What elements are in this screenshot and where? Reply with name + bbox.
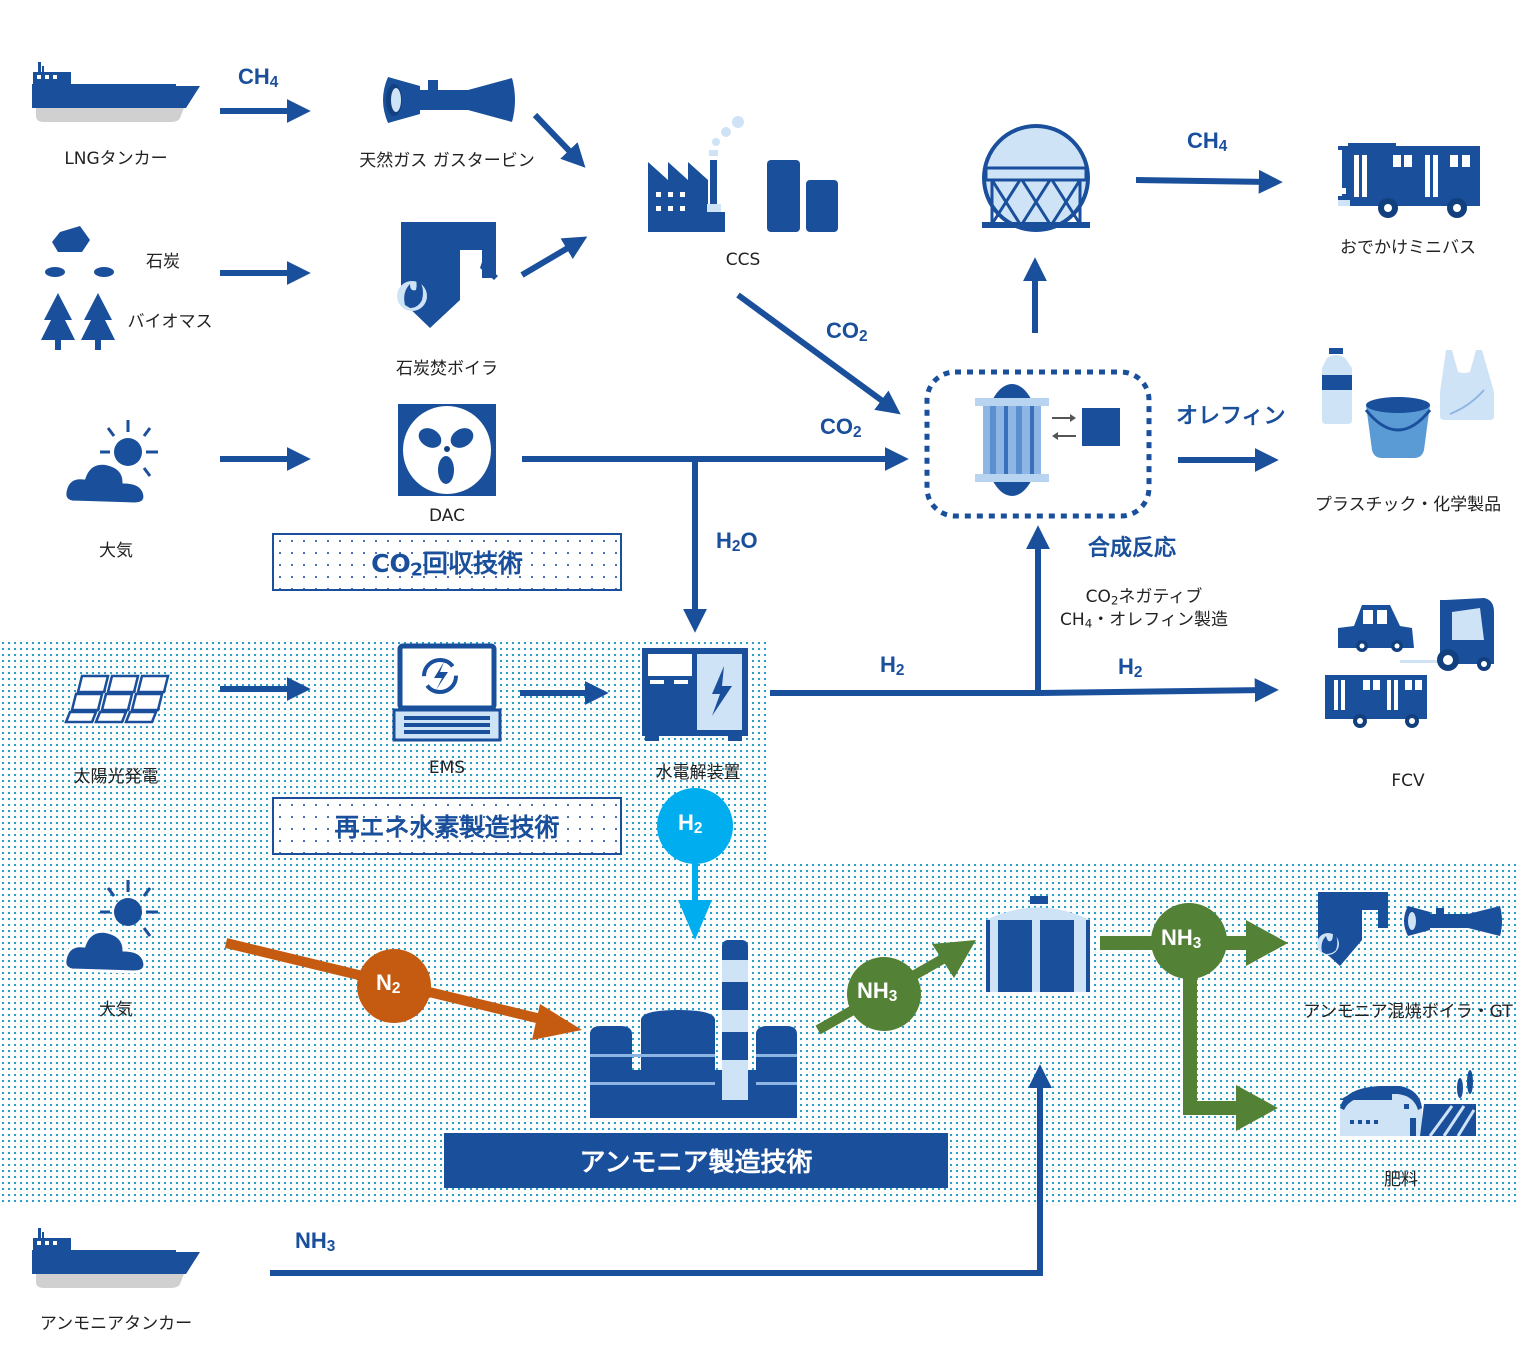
ccs-factory-icon — [648, 116, 838, 232]
renewable-h2-tech-label: 再エネ水素製造技術 — [334, 813, 560, 842]
lng-tanker-icon — [32, 62, 200, 122]
arrow-h2-to-fcv — [1039, 678, 1279, 703]
label-plastics: プラスチック・化学製品 — [1314, 495, 1502, 515]
label-ammonia-tanker: アンモニアタンカー — [39, 1314, 193, 1334]
arrow-ccs-to-synthesis — [736, 292, 901, 415]
flow-ch4-tank: CH4 — [1187, 128, 1228, 156]
synthesis-desc-line2: CH4・オレフィン製造 — [1060, 610, 1228, 631]
arrow-ammonia-tanker-to-storage — [270, 1064, 1052, 1276]
synthesis-reactor-frame — [924, 369, 1152, 519]
arrow-turbine-to-ccs — [532, 112, 586, 168]
electrolyzer-icon — [642, 648, 748, 741]
atmosphere-weather-icon-2 — [63, 880, 158, 974]
coal-boiler-icon — [397, 222, 498, 328]
arrow-tank-to-minibus — [1135, 169, 1283, 194]
atmosphere-weather-icon — [63, 420, 158, 506]
co2-capture-tech-box: CO2回収技術 — [272, 533, 622, 591]
label-gas-turbine: 天然ガス ガスタービン — [359, 151, 535, 171]
ammonia-plant-icon — [590, 940, 797, 1118]
nh3-arrow-1 — [815, 940, 976, 1035]
flow-h2-2: H2 — [1118, 654, 1143, 682]
ammonia-tanker-icon — [32, 1228, 200, 1288]
flow-h2o: H2O — [716, 528, 758, 556]
gas-holder-tank-icon — [982, 124, 1090, 232]
label-ammonia-cofiring: アンモニア混焼ボイラ・GT — [1303, 1002, 1513, 1022]
ems-laptop-icon — [392, 643, 502, 742]
label-fcv: FCV — [1391, 771, 1425, 791]
ammonia-gas-turbine-icon — [1404, 906, 1502, 936]
ammonia-tech-label: アンモニア製造技術 — [579, 1148, 813, 1178]
gas-turbine-icon — [383, 77, 515, 123]
plastic-bottle-icon — [1322, 348, 1352, 424]
label-fertilizer: 肥料 — [1384, 1170, 1418, 1190]
minibus-icon — [1338, 143, 1480, 218]
ammonia-tech-box: アンモニア製造技術 — [444, 1133, 948, 1188]
label-coal-boiler: 石炭焚ボイラ — [396, 359, 498, 379]
fcv-forklift-icon — [1400, 598, 1494, 671]
label-coal: 石炭 — [146, 252, 180, 272]
circle-label-nh3-2: NH3 — [1161, 925, 1202, 953]
fcv-bus-icon — [1325, 675, 1427, 728]
label-dac: DAC — [429, 506, 465, 526]
nh3-arrow-2 — [1100, 903, 1288, 1131]
ammonia-boiler-icon — [1317, 892, 1388, 966]
label-ems: EMS — [428, 758, 466, 778]
n2-arrow — [224, 938, 582, 1040]
synthesis-reactor-icon — [975, 384, 1120, 496]
h2-cyan-arrow — [657, 788, 733, 940]
synthesis-title: 合成反応 — [1088, 535, 1177, 560]
arrow-boiler-to-ccs — [520, 236, 588, 278]
label-lng-tanker: LNGタンカー — [64, 149, 168, 169]
label-atmosphere-1: 大気 — [99, 541, 133, 561]
co2-capture-tech-label: CO2回収技術 — [371, 548, 523, 581]
flow-olefin: オレフィン — [1176, 403, 1286, 428]
flow-nh3-tanker: NH3 — [295, 1228, 336, 1256]
circle-label-nh3-1: NH3 — [857, 978, 898, 1006]
plastic-bag-icon — [1440, 350, 1494, 420]
flow-co2-ccs: CO2 — [826, 318, 868, 346]
dac-fan-icon — [398, 404, 496, 496]
flow-h2-1: H2 — [880, 652, 905, 680]
label-atmosphere-2: 大気 — [99, 1000, 133, 1020]
label-minibus: おでかけミニバス — [1340, 238, 1476, 258]
solar-panel-icon — [64, 674, 170, 724]
fcv-car-icon — [1338, 605, 1414, 652]
label-electrolyzer: 水電解装置 — [655, 763, 741, 783]
coal-icon — [45, 226, 114, 277]
circle-label-h2: H2 — [678, 810, 703, 838]
flow-co2-dac: CO2 — [820, 414, 862, 442]
fertilizer-farm-icon — [1340, 1070, 1476, 1137]
synthesis-desc-line1: CO2ネガティブ — [1085, 587, 1203, 608]
ammonia-region-bg — [0, 862, 1520, 1204]
label-biomass: バイオマス — [127, 312, 213, 332]
label-ccs: CCS — [725, 250, 761, 270]
label-solar: 太陽光発電 — [73, 767, 159, 787]
biomass-trees-icon — [41, 293, 115, 350]
bucket-icon — [1364, 397, 1432, 458]
flow-ch4-lng: CH4 — [238, 64, 279, 92]
ammonia-storage-tank-icon — [986, 896, 1090, 992]
circle-label-n2: N2 — [376, 970, 401, 998]
renewable-h2-tech-box: 再エネ水素製造技術 — [272, 797, 622, 855]
